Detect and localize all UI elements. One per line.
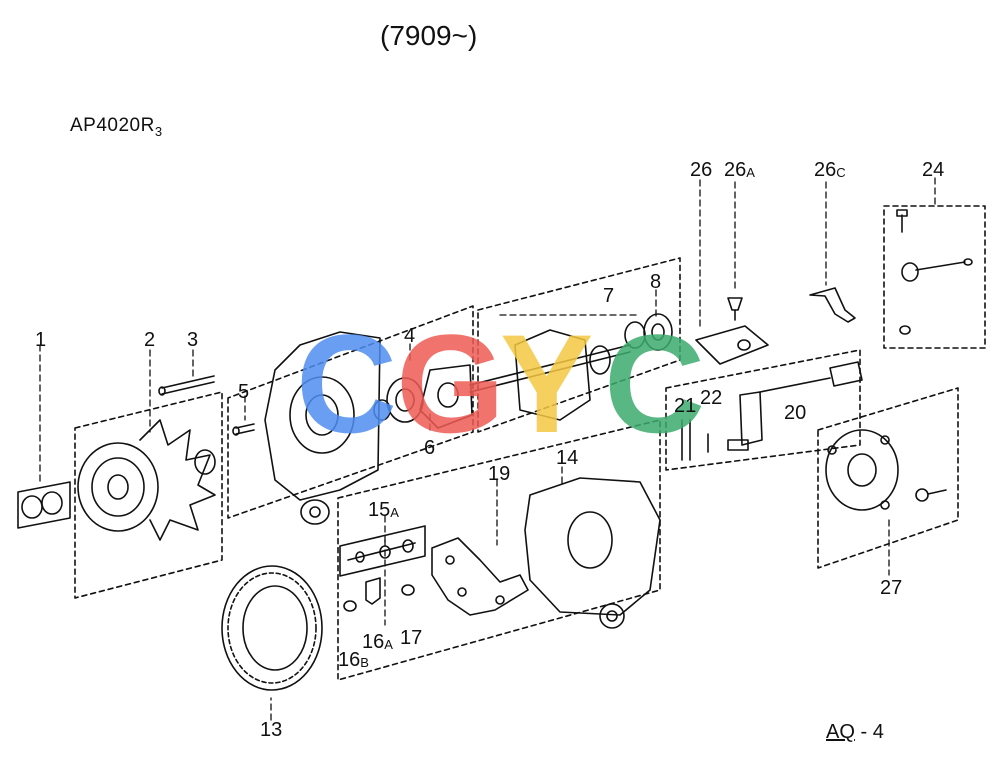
callout-26a: 26A [724,159,755,181]
callout-20: 20 [784,402,807,424]
callout-3: 3 [187,329,199,351]
model-number: AP4020R3 [70,115,163,139]
group-frame-lead [883,205,986,349]
callout-5: 5 [238,381,250,403]
callout-16a: 16A [362,631,393,653]
callout-17: 17 [400,627,423,649]
part-15a-bolt-set [339,525,426,577]
part-16b-nut [343,600,357,612]
part-1-shims [17,481,71,529]
callout-26c: 26C [814,159,846,181]
callout-19: 19 [488,463,511,485]
callout-26: 26 [690,159,713,181]
callout-22: 22 [700,387,723,409]
watermark-letter: C [296,305,397,462]
part-5-screw [232,423,255,436]
page-reference: AQ - 4 [826,721,884,743]
part-19-rectifier [431,537,529,616]
part-27-rear-cover [825,429,947,511]
group-frame-left [74,391,223,599]
part-4-bearing-retainer [386,364,473,429]
part-26c-bracket [809,287,856,323]
part-20-22-regulator [681,361,863,461]
part-6-spacer [373,399,391,421]
part-2-pulley-fan [77,419,216,541]
part-16a-bracket [365,577,381,605]
callout-21: 21 [674,395,697,417]
part-8-rear-bearing [643,313,673,351]
part-3-through-bolt [158,375,215,396]
callout-7: 7 [603,285,615,307]
part-front-housing [264,331,381,525]
leader-lines [39,177,936,721]
callout-8: 8 [650,271,662,293]
part-14-rear-housing [524,477,661,629]
callout-15a: 15A [368,499,399,521]
callout-6: 6 [424,437,436,459]
part-7-rotor [469,321,646,421]
group-frame-front-housing [227,305,474,519]
callout-24: 24 [922,159,945,181]
part-24-lead-wire [896,209,973,335]
watermark-letter: G [396,305,505,462]
callout-2: 2 [144,329,156,351]
callout-13: 13 [260,719,283,741]
callout-27: 27 [880,577,903,599]
part-17-screw [401,584,415,596]
group-frame-rear [337,419,661,681]
group-frame-cover [817,387,959,569]
part-26-cover [695,325,769,365]
watermark: C G Y C [296,305,705,462]
serial-range-label: (7909~) [380,20,478,51]
callout-1: 1 [35,329,47,351]
callout-4: 4 [404,325,416,347]
callout-14: 14 [556,447,579,469]
watermark-letter: C [604,305,705,462]
callout-16b: 16B [338,649,369,671]
group-frame-rotor [477,257,681,433]
watermark-letter: Y [500,305,593,462]
part-26a-screw [727,297,743,321]
part-13-stator [221,565,323,691]
group-frame-regulator [665,349,861,471]
